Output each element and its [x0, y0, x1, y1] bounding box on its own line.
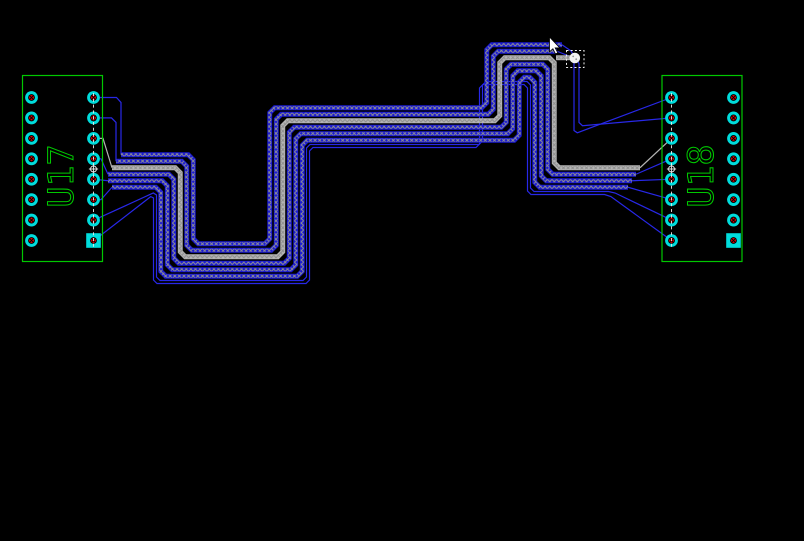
pad-round[interactable] — [25, 213, 38, 227]
thin-trace[interactable] — [93, 80, 672, 282]
pad-round[interactable] — [87, 213, 100, 227]
bus-trace-hatch-fill — [112, 56, 640, 259]
drill-mark-icon — [669, 217, 674, 223]
drill-mark-icon — [669, 95, 674, 100]
drill-mark-icon — [731, 197, 736, 202]
pad-fanout-line[interactable] — [627, 186, 672, 201]
component-u17[interactable]: U17 — [21, 74, 104, 263]
component-origin-icon[interactable] — [88, 164, 99, 174]
pad-round[interactable] — [727, 111, 740, 125]
drill-mark-icon — [731, 217, 736, 223]
pad-round[interactable] — [727, 91, 740, 104]
pad-fanout-line[interactable] — [631, 178, 672, 182]
pad-round[interactable] — [665, 91, 678, 104]
bus-traces-layer — [108, 42, 672, 279]
pad-square-pin[interactable] — [726, 233, 741, 248]
drill-mark-icon — [731, 136, 736, 141]
pad-round[interactable] — [25, 111, 38, 125]
drill-mark-icon — [29, 177, 34, 182]
bus-trace-hatch-fill — [112, 75, 628, 278]
drill-mark-icon — [731, 156, 736, 161]
pad-round[interactable] — [665, 172, 678, 186]
drill-mark-icon — [29, 136, 34, 141]
mouse-cursor-icon — [549, 35, 561, 55]
bus-trace-hatch-fill — [108, 62, 636, 265]
drill-mark-icon — [29, 197, 34, 202]
pad-round[interactable] — [727, 152, 740, 166]
drill-mark-icon — [29, 217, 34, 223]
pad-round[interactable] — [25, 131, 38, 145]
drill-mark-icon — [91, 217, 96, 223]
pad-fanout-line[interactable] — [94, 96, 122, 155]
component-outline — [661, 74, 743, 263]
pad-round[interactable] — [25, 234, 38, 247]
thin-trace[interactable] — [561, 44, 672, 134]
pad-round[interactable] — [665, 213, 678, 227]
bus-trace-hatch-fill — [121, 43, 562, 246]
editor-overlay-layer — [549, 35, 585, 68]
drill-mark-icon — [669, 136, 674, 141]
component-refdes-label: U18 — [682, 144, 722, 207]
pad-round[interactable] — [87, 172, 100, 186]
pad-fanout-line[interactable] — [635, 158, 672, 175]
drill-mark-icon — [91, 95, 96, 100]
component-refdes-label: U17 — [42, 144, 82, 207]
pad-round[interactable] — [727, 131, 740, 145]
thin-trace[interactable] — [93, 83, 672, 285]
drill-mark-icon — [29, 156, 34, 161]
pad-round[interactable] — [25, 172, 38, 186]
drill-mark-icon — [731, 95, 736, 100]
bus-trace-hatch-fill — [116, 49, 557, 252]
selection-box — [566, 50, 585, 68]
drag-handle-ball[interactable] — [569, 52, 581, 64]
pad-round[interactable] — [25, 91, 38, 104]
pad-round[interactable] — [87, 91, 100, 104]
pad-round[interactable] — [727, 172, 740, 186]
pad-round[interactable] — [25, 152, 38, 166]
pad-round[interactable] — [727, 193, 740, 207]
drill-mark-icon — [669, 177, 674, 182]
pad-round[interactable] — [87, 131, 100, 145]
drill-mark-icon — [29, 115, 34, 121]
drill-mark-icon — [91, 177, 96, 182]
component-outline — [21, 74, 104, 263]
component-u18[interactable]: U18 — [661, 74, 743, 263]
components-layer: U17 U18 — [21, 74, 743, 263]
component-origin-icon[interactable] — [666, 164, 677, 174]
pad-round[interactable] — [727, 213, 740, 227]
pad-round[interactable] — [25, 193, 38, 207]
drill-mark-icon — [91, 136, 96, 141]
bus-trace-hatch-fill — [108, 69, 632, 272]
drill-mark-icon — [731, 238, 736, 243]
pad-round[interactable] — [665, 131, 678, 145]
drill-mark-icon — [731, 115, 736, 121]
drill-mark-icon — [29, 238, 34, 243]
drill-mark-icon — [29, 95, 34, 100]
pad-fanout-line[interactable] — [639, 137, 672, 169]
drill-mark-icon — [731, 177, 736, 182]
